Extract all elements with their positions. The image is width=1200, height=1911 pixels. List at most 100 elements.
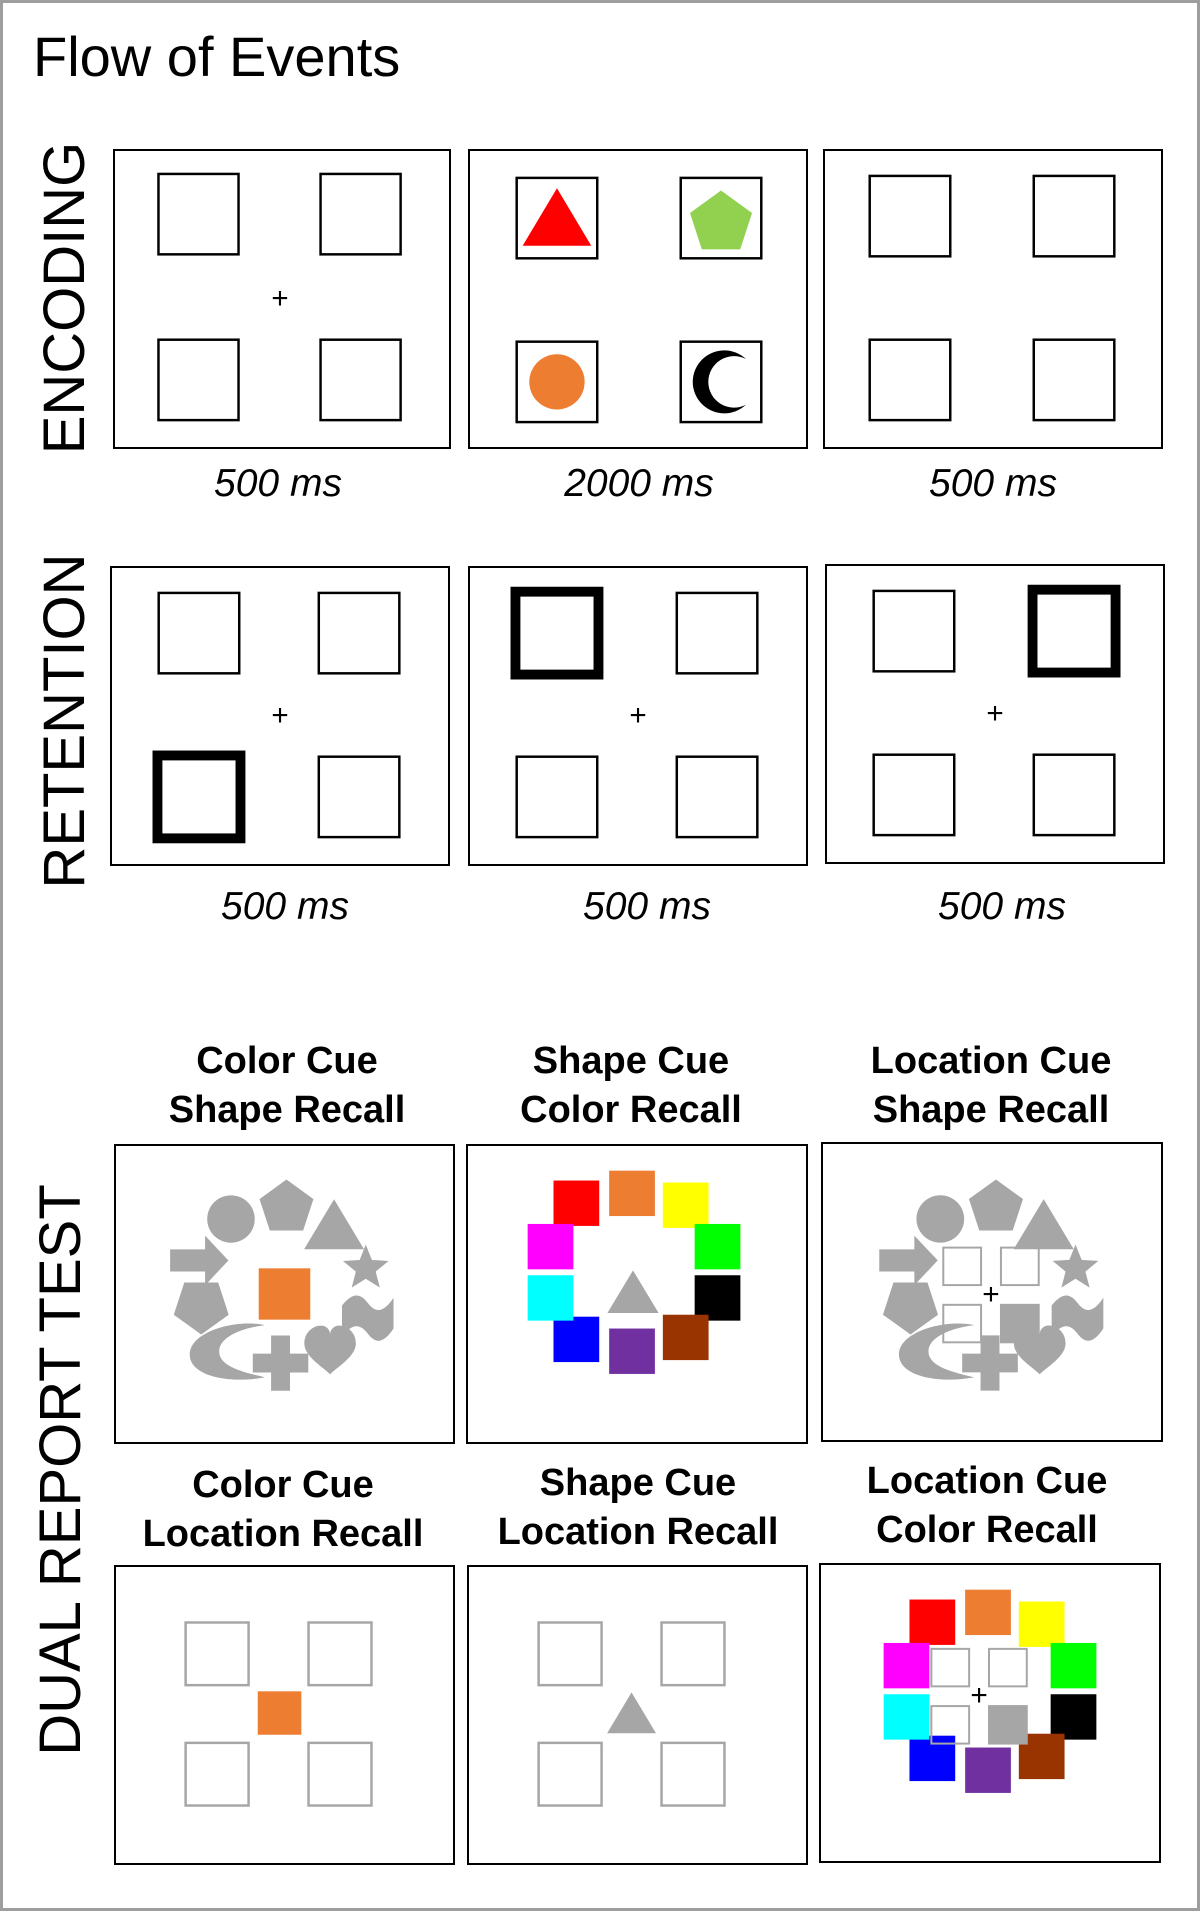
fixation-cross: + (970, 1679, 987, 1712)
panel-drawing: + (157, 172, 402, 422)
placeholder-box (157, 591, 241, 675)
pentagon-shape (689, 190, 753, 250)
color-swatch-5 (1050, 1694, 1097, 1740)
color-cue-square (257, 1691, 302, 1735)
duration-encoding-3: 500 ms (929, 462, 1057, 505)
panel-drawing (515, 176, 763, 424)
fixation-cross: + (982, 1278, 999, 1311)
retention-panel-2: + (468, 566, 808, 866)
placeholder-box (679, 340, 763, 424)
condition-title-2: Shape Cue Color Recall (520, 1037, 742, 1135)
color-swatch-5 (694, 1275, 741, 1321)
placeholder-box (872, 589, 956, 673)
color-cue-square (258, 1268, 311, 1320)
condition-3-recall: Shape Recall (872, 1089, 1110, 1131)
test-panel-shape-cue-location-recall (467, 1565, 808, 1865)
wave-shape (341, 1295, 394, 1341)
condition-title-4: Color Cue Location Recall (143, 1461, 424, 1559)
placeholder-box (515, 755, 599, 839)
placeholder-box (679, 176, 763, 260)
panel-drawing: + (879, 1179, 1104, 1391)
heart-shape (304, 1325, 356, 1375)
placeholder-box (319, 338, 402, 422)
encoding-panel-memory-array (468, 149, 808, 449)
placeholder-box (868, 338, 952, 422)
diamond-shape (173, 1282, 229, 1335)
color-swatch-7 (965, 1747, 1011, 1793)
condition-2-recall: Color Recall (520, 1089, 742, 1131)
color-swatch-4 (1050, 1642, 1097, 1689)
retention-panel-3: + (825, 564, 1165, 864)
placeholder-box (515, 176, 599, 260)
cross-shape (252, 1335, 309, 1391)
placeholder-box (307, 1741, 373, 1807)
panel-drawing (868, 174, 1116, 422)
star-shape (342, 1244, 389, 1288)
triangle-shape (522, 188, 592, 246)
placeholder-box (537, 1621, 603, 1687)
placeholder-box (515, 340, 599, 424)
condition-title-5: Shape Cue Location Recall (498, 1459, 779, 1557)
placeholder-box (660, 1621, 726, 1687)
triangle-shape (607, 1270, 659, 1314)
color-swatch-10 (883, 1642, 930, 1689)
placeholder-box (988, 1647, 1028, 1688)
fixation-cross: + (986, 697, 1003, 730)
color-swatch-8 (553, 1316, 600, 1363)
color-swatch-3 (662, 1182, 709, 1228)
triangle-shape (607, 1692, 656, 1734)
arrow-shape (170, 1235, 229, 1286)
fixation-cross: + (271, 699, 288, 732)
color-swatch-3 (1018, 1601, 1065, 1647)
duration-retention-3: 500 ms (938, 885, 1066, 928)
cross-shape (962, 1335, 1018, 1391)
triangle-shape (1013, 1199, 1074, 1250)
wave-shape (1051, 1295, 1104, 1341)
condition-1-recall: Shape Recall (168, 1089, 406, 1131)
color-swatch-1 (553, 1180, 600, 1226)
duration-encoding-2: 2000 ms (564, 462, 714, 505)
duration-retention-2: 500 ms (583, 885, 711, 928)
placeholder-box (999, 1246, 1040, 1287)
condition-title-3: Location Cue Shape Recall (871, 1037, 1112, 1135)
crescent-wide-shape (189, 1323, 265, 1380)
retention-panel-1: + (110, 566, 450, 866)
color-swatch-10 (527, 1223, 574, 1270)
panel-drawing (527, 1170, 741, 1374)
panel-drawing: + (510, 586, 759, 839)
color-swatch-4 (694, 1223, 741, 1270)
placeholder-box (1032, 753, 1116, 837)
test-panel-color-cue-shape-recall (114, 1144, 455, 1444)
placeholder-box (942, 1246, 983, 1287)
highlighted-location-box (152, 750, 246, 844)
condition-6-cue: Location Cue (866, 1460, 1108, 1502)
triangle-shape (304, 1199, 365, 1250)
panel-drawing (537, 1621, 726, 1807)
color-swatch-2 (965, 1589, 1011, 1636)
condition-4-recall: Location Recall (142, 1513, 424, 1555)
placeholder-box (319, 172, 402, 256)
placeholder-box (675, 591, 759, 675)
highlighted-location-box (510, 586, 604, 680)
condition-1-cue: Color Cue (196, 1040, 378, 1082)
duration-encoding-1: 500 ms (214, 462, 342, 505)
color-swatch-7 (609, 1328, 655, 1374)
test-panel-location-cue-color-recall: + (819, 1563, 1161, 1863)
test-panel-shape-cue-color-recall (466, 1144, 808, 1444)
placeholder-box (1032, 338, 1116, 422)
location-cue-square (988, 1705, 1028, 1745)
placeholder-box (537, 1741, 603, 1807)
duration-retention-1: 500 ms (221, 885, 349, 928)
placeholder-box (317, 591, 401, 675)
color-swatch-2 (609, 1170, 655, 1217)
phase-label-dual-report-test: DUAL REPORT TEST (28, 1184, 93, 1756)
placeholder-box (930, 1647, 971, 1688)
placeholder-box (675, 755, 759, 839)
fixation-cross: + (271, 282, 288, 315)
highlighted-location-box (1027, 584, 1121, 678)
condition-5-cue: Shape Cue (539, 1462, 737, 1504)
color-swatch-9 (527, 1275, 574, 1321)
condition-6-recall: Color Recall (876, 1509, 1098, 1551)
condition-4-cue: Color Cue (192, 1464, 374, 1506)
placeholder-box (660, 1741, 726, 1807)
